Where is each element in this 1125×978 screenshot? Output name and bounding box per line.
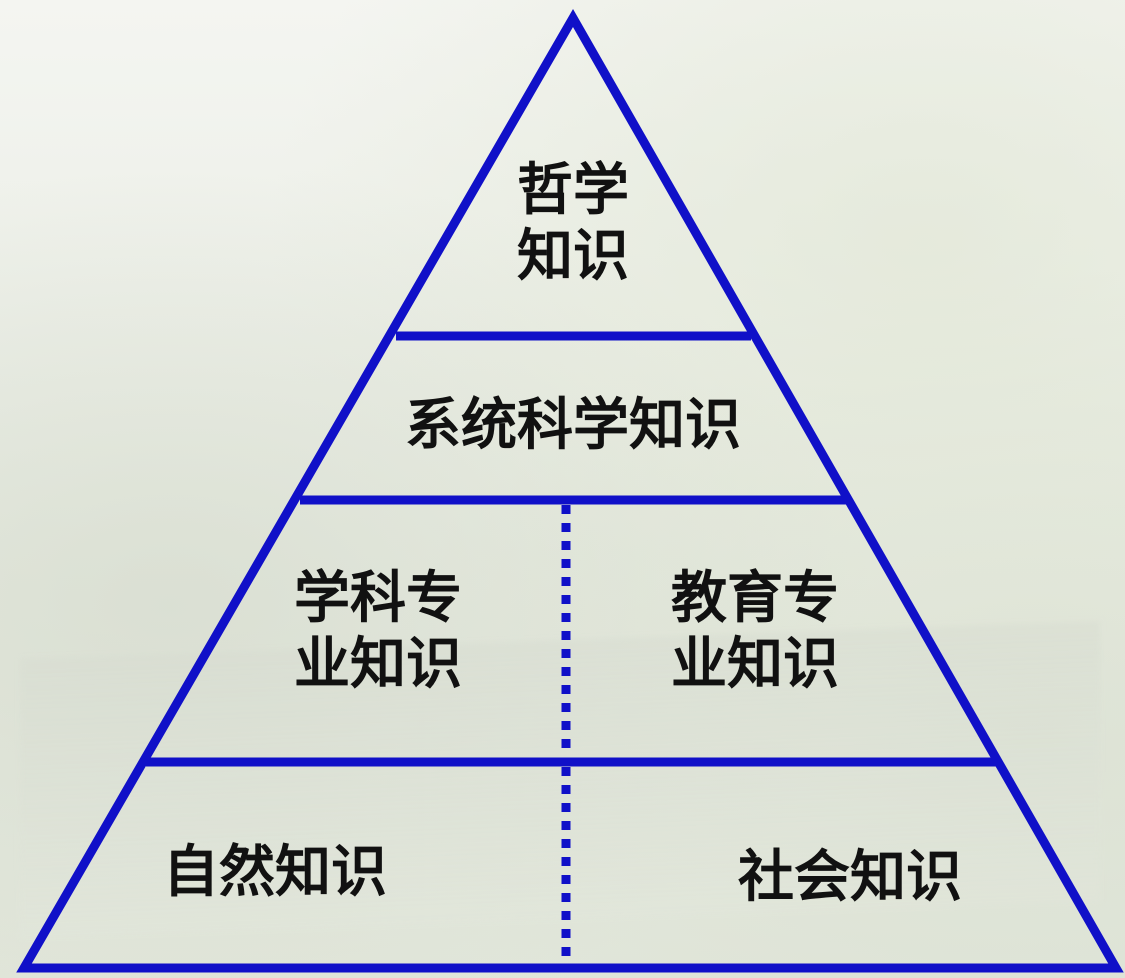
philosophy-label-line1: 哲学 — [517, 158, 629, 223]
subject-professional-label-line1: 学科专 — [294, 566, 462, 631]
education-professional-label-line2: 业知识 — [671, 632, 839, 697]
education-professional-label-line1: 教育专 — [671, 566, 839, 631]
natural-knowledge-text: 自然知识 — [163, 840, 387, 905]
education-professional-knowledge-label: 教育专 业知识 — [645, 566, 865, 698]
social-knowledge-text: 社会知识 — [738, 845, 962, 910]
subject-professional-knowledge-label: 学科专 业知识 — [268, 566, 488, 698]
pyramid-outline — [16, 8, 1124, 973]
philosophy-knowledge-label: 哲学 知识 — [473, 158, 673, 290]
philosophy-label-line2: 知识 — [517, 224, 629, 289]
systems-science-knowledge-label: 系统科学知识 — [373, 393, 773, 459]
systems-science-label: 系统科学知识 — [405, 393, 741, 458]
subject-professional-label-line2: 业知识 — [294, 632, 462, 697]
social-knowledge-label: 社会知识 — [710, 845, 990, 911]
natural-knowledge-label: 自然知识 — [135, 840, 415, 906]
